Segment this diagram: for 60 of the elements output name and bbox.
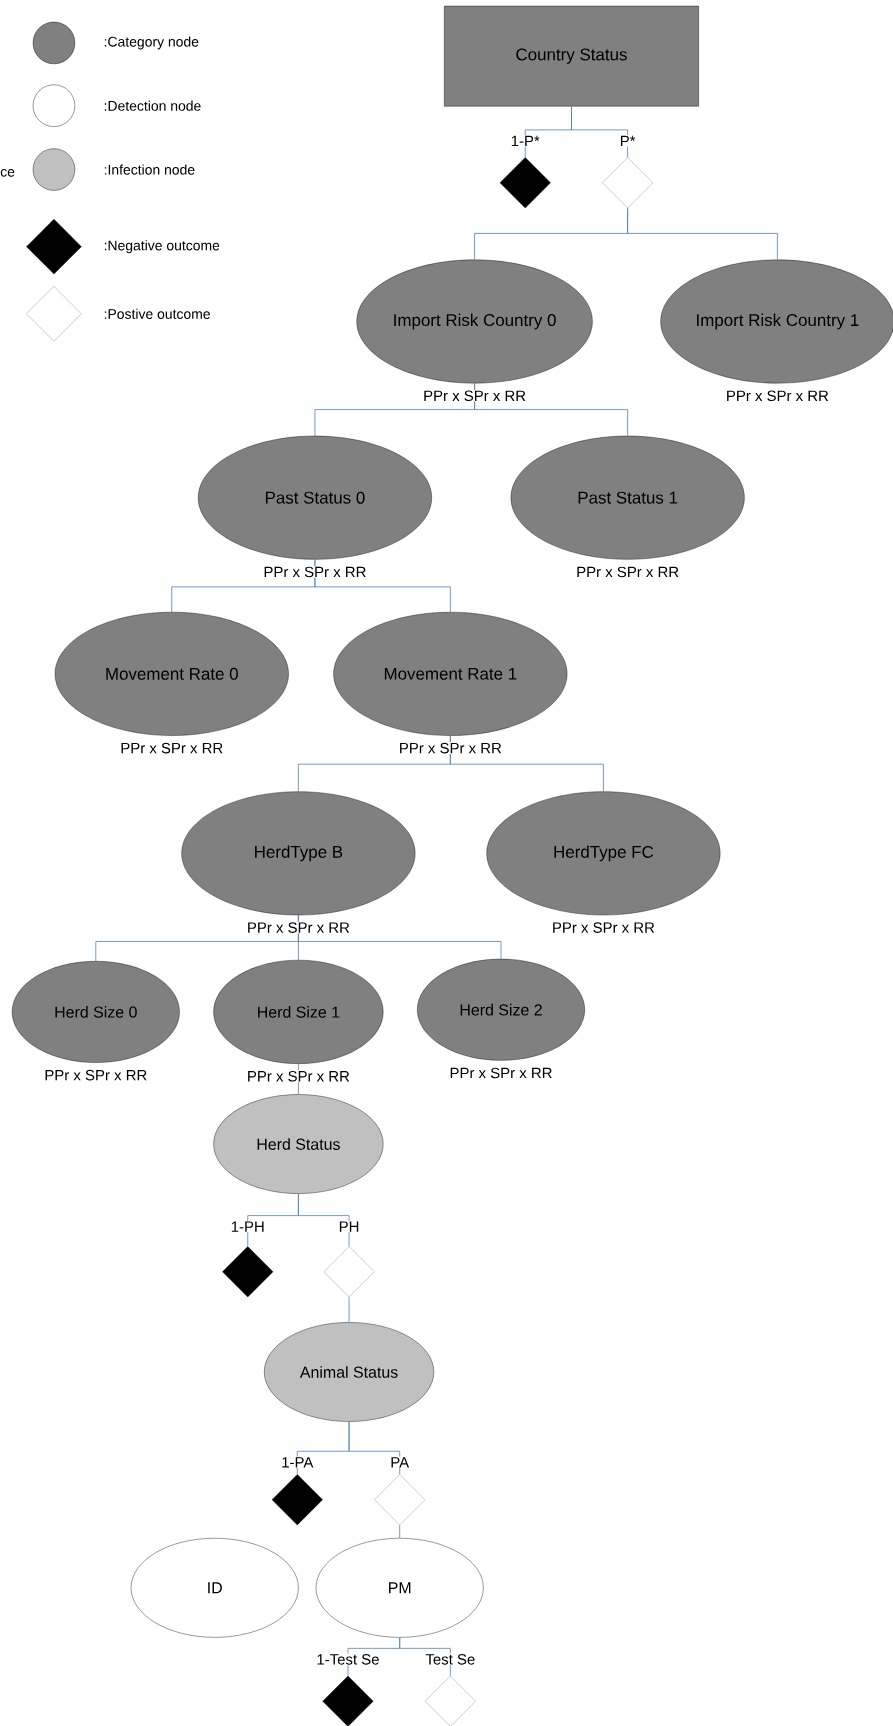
ellipse-node: HerdType B — [181, 791, 416, 916]
ellipse-node: Import Risk Country 0 — [356, 259, 593, 384]
connector-line — [449, 735, 604, 792]
ellipse-node: Animal Status — [264, 1322, 435, 1422]
ellipse-node: Herd Status — [213, 1094, 384, 1194]
category-box: Country Status — [444, 5, 699, 107]
edge-label: P* — [619, 135, 637, 147]
formula-caption: PPr x SPr x RR — [119, 742, 224, 754]
formula-caption: PPr x SPr x RR — [246, 921, 351, 934]
connector-line — [348, 1296, 350, 1323]
connector-line — [474, 382, 629, 437]
edge-label: 1-Test Se — [315, 1653, 380, 1666]
connector-line — [399, 1637, 451, 1677]
formula-caption: PPr x SPr x RR — [398, 742, 503, 754]
connector-line — [399, 1524, 401, 1539]
ellipse-node: ID — [130, 1538, 299, 1638]
formula-caption: PPr x SPr x RR — [43, 1069, 148, 1081]
negative-diamond — [322, 1675, 374, 1726]
ellipse-node: Movement Rate 1 — [333, 612, 568, 736]
legend-label: :Category node — [104, 36, 199, 50]
edge-label: PH — [338, 1221, 360, 1233]
positive-diamond — [602, 157, 654, 209]
connector-line — [298, 1193, 350, 1247]
formula-caption: PPr x SPr x RR — [246, 1070, 351, 1083]
edge-label: 1-PH — [230, 1221, 266, 1233]
connector-line — [348, 1421, 401, 1475]
positive-diamond — [374, 1474, 426, 1526]
edge-label: Test Se — [424, 1653, 476, 1666]
edge-label: 1-P* — [510, 135, 541, 147]
formula-caption: PPr x SPr x RR — [551, 921, 656, 934]
positive-diamond — [424, 1675, 476, 1726]
ellipse-node: HerdType FC — [486, 791, 721, 916]
positive-diamond — [323, 1246, 375, 1298]
formula-caption: PPr x SPr x RR — [262, 566, 367, 578]
edge-label: 1-PA — [280, 1456, 314, 1468]
formula-caption: PPr x SPr x RR — [575, 566, 680, 578]
ellipse-node: Import Risk Country 1 — [660, 259, 893, 384]
connector-line — [314, 559, 451, 613]
formula-caption: PPr x SPr x RR — [725, 389, 830, 402]
ellipse-node: Movement Rate 0 — [54, 612, 289, 736]
ellipse-node: Herd Size 0 — [11, 961, 180, 1063]
formula-caption: PPr x SPr x RR — [449, 1067, 553, 1079]
legend-label: :Infection node — [104, 164, 195, 175]
formula-caption: PPr x SPr x RR — [422, 389, 527, 402]
cut-off-text: ce — [0, 169, 15, 177]
connector-line — [627, 207, 778, 261]
ellipse-node: Herd Size 1 — [213, 959, 384, 1064]
ellipse-node: Herd Size 2 — [417, 958, 585, 1061]
negative-diamond — [499, 157, 551, 209]
connector-line — [298, 914, 502, 960]
negative-diamond — [222, 1246, 274, 1298]
legend-label: :Postive outcome — [104, 308, 210, 319]
ellipse-node: PM — [315, 1538, 484, 1638]
legend-label: :Negative outcome — [104, 240, 220, 254]
ellipse-node: Past Status 0 — [198, 435, 432, 560]
negative-diamond — [271, 1474, 323, 1526]
legend-label: :Detection node — [104, 100, 201, 111]
connector-line — [571, 106, 629, 158]
ellipse-node: Past Status 1 — [510, 435, 745, 560]
edge-label: PA — [389, 1456, 410, 1468]
